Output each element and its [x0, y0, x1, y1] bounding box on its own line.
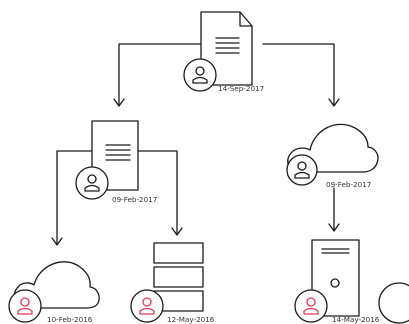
user-avatar	[75, 166, 109, 200]
date-label: 09-Feb-2017	[112, 195, 157, 204]
user-avatar	[8, 289, 42, 323]
connector-left-to-cloud	[51, 150, 93, 246]
user-avatar	[286, 154, 318, 186]
connector-left-to-server	[137, 150, 183, 236]
right-cloud-node[interactable]: 09-Feb-2017	[286, 123, 379, 189]
date-label: 12-May-2016	[167, 315, 215, 324]
root-document-node[interactable]: 14-Sep-2017	[183, 11, 264, 93]
leaf-cloud-node[interactable]: 10-Feb-2016	[8, 261, 100, 324]
user-avatar	[130, 289, 164, 323]
leaf-tower-node[interactable]: 14-May-2016	[294, 239, 380, 324]
user-avatar	[183, 58, 217, 92]
connector-root-to-right	[262, 43, 340, 107]
date-label: 10-Feb-2016	[47, 315, 93, 324]
leaf-server-node[interactable]: 12-May-2016	[130, 242, 215, 324]
connector-cloud-to-tower	[328, 187, 340, 232]
user-avatar	[294, 289, 328, 323]
partial-circle-icon	[378, 282, 409, 324]
connector-root-to-left	[113, 43, 201, 107]
date-label: 14-May-2016	[332, 315, 380, 324]
date-label: 09-Feb-2017	[326, 180, 371, 189]
left-document-node[interactable]: 09-Feb-2017	[75, 120, 157, 204]
server-stack-icon	[153, 242, 204, 312]
date-label: 14-Sep-2017	[218, 84, 264, 93]
